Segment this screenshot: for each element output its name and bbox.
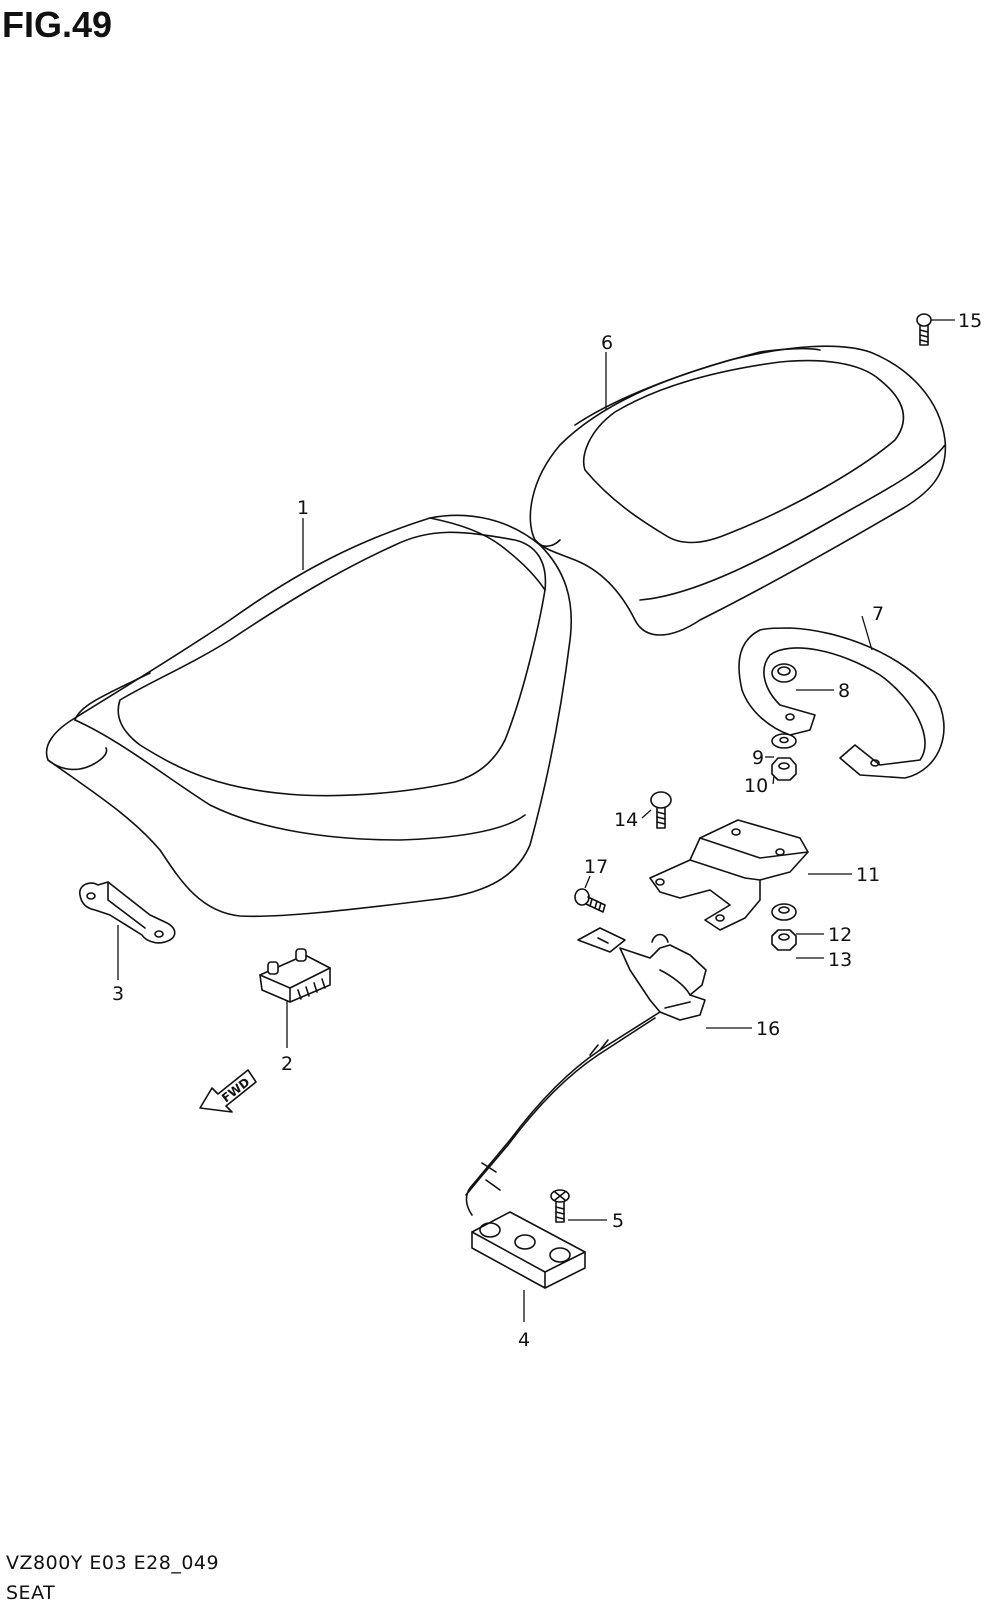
rear-bracket-part (738, 627, 945, 779)
callout-8: 8 (838, 680, 850, 702)
bolt-14-part (650, 791, 672, 829)
callout-5: 5 (612, 1210, 624, 1232)
callout-17: 17 (584, 856, 608, 878)
callout-10: 10 (744, 775, 768, 797)
cushion-2-part (259, 948, 331, 1003)
callout-7: 7 (872, 603, 884, 625)
callout-9: 9 (752, 747, 764, 769)
bracket-3-part (79, 881, 176, 944)
holder-4-part (471, 1211, 586, 1289)
front-seat-part (45, 514, 573, 918)
callout-3: 3 (112, 983, 124, 1005)
nut-10-part (771, 757, 797, 781)
callout-6: 6 (601, 332, 613, 354)
callout-12: 12 (828, 924, 852, 946)
callout-16: 16 (756, 1018, 780, 1040)
screw-15-part (916, 313, 932, 346)
nut-13-part (771, 929, 797, 951)
figure-code: VZ800Y E03 E28_049 (6, 1552, 220, 1574)
callout-11: 11 (856, 864, 880, 886)
screw-17-part (574, 888, 606, 913)
screw-5-part (550, 1189, 570, 1223)
callout-labels: 1 2 3 4 5 6 7 8 9 10 11 12 13 14 15 16 1… (112, 310, 982, 1351)
callout-14: 14 (614, 809, 638, 831)
bracket-11-part (649, 819, 809, 931)
callout-13: 13 (828, 949, 852, 971)
callout-4: 4 (518, 1329, 530, 1351)
figure-title: FIG.49 (2, 4, 113, 45)
rear-seat-part (529, 345, 947, 636)
forward-arrow-icon: FWD (199, 1069, 257, 1113)
leader-lines (117, 319, 955, 1322)
seat-lock-16-part (465, 927, 707, 1216)
figure-name: SEAT (6, 1582, 56, 1604)
callout-15: 15 (958, 310, 982, 332)
washer-9-part (771, 733, 797, 749)
callout-1: 1 (297, 497, 309, 519)
fastener-8-part (771, 663, 797, 683)
callout-2: 2 (281, 1053, 293, 1075)
washer-12-part (771, 903, 797, 921)
